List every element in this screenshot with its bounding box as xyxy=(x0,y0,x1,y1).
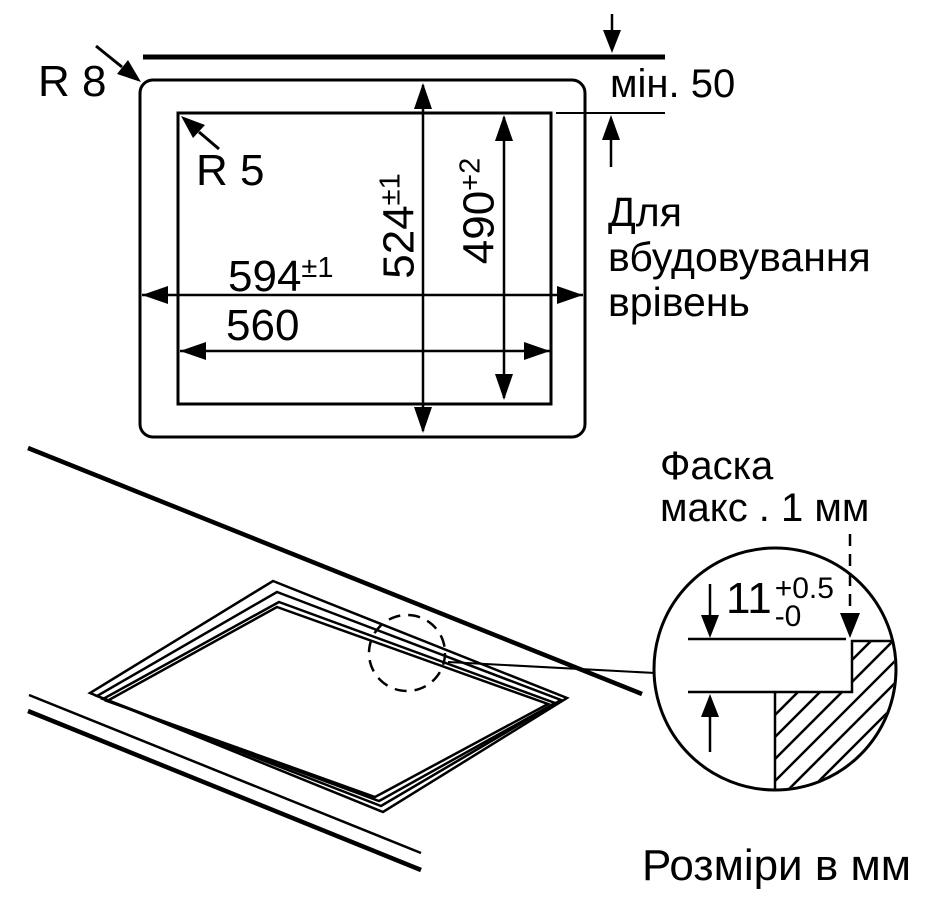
rear-clearance-label: мін. 50 xyxy=(610,62,736,106)
cutout-section-profile xyxy=(773,639,895,789)
chamfer-note-line2: макс . 1 мм xyxy=(660,486,870,530)
iso-rear-edge-line xyxy=(27,445,643,697)
recess-depth-tol-minus: -0 xyxy=(774,600,802,633)
chamfer-arrow xyxy=(840,534,860,638)
r8-leader-arrow xyxy=(95,44,141,82)
dim-inner-height-value: 490 xyxy=(454,190,504,265)
detail-circle xyxy=(652,546,898,792)
r5-leader-arrow xyxy=(181,116,220,151)
dim-outer-height-value: 524 xyxy=(374,205,424,279)
dim-outer-height-label: 524±1 xyxy=(374,173,424,279)
dim-outer-height-tolerance: ±1 xyxy=(374,173,407,206)
cutout-step-outline-4 xyxy=(103,605,552,799)
dim-outer-width-value: 594 xyxy=(228,252,302,301)
dim-inner-height-label: 490+2 xyxy=(454,157,504,265)
dim-line-outer-width xyxy=(142,286,583,304)
dim-outer-width-tolerance: ±1 xyxy=(301,252,334,284)
dim-inner-width-label: 560 xyxy=(226,301,300,350)
iso-front-edge-bottom-line xyxy=(27,708,422,873)
inner-cutout-outline xyxy=(176,111,553,406)
recess-depth-label: 11 +0.5 -0 xyxy=(726,572,834,633)
cutout-step-outline-3 xyxy=(100,600,558,803)
depth-upper-arrow xyxy=(701,584,719,638)
dim-inner-height-tolerance: +2 xyxy=(454,157,487,191)
outer-radius-label: R 8 xyxy=(38,57,107,106)
flush-mount-note-line1: Для xyxy=(608,189,682,235)
dim-outer-width-label: 594±1 xyxy=(228,254,333,299)
flush-mount-note-line3: врівень xyxy=(608,279,750,325)
detail-marker-circle xyxy=(367,613,447,693)
iso-view-linework xyxy=(27,445,656,873)
top-view-linework xyxy=(95,14,665,439)
chamfer-note-line1: Фаска xyxy=(660,444,774,488)
min50-lower-arrow xyxy=(602,115,620,167)
outer-cutout-outline xyxy=(138,78,587,439)
cutout-step-outline-1 xyxy=(87,579,570,814)
inner-radius-label: R 5 xyxy=(196,146,265,195)
recess-depth-tolerances: +0.5 -0 xyxy=(774,572,834,633)
recess-depth-value: 11 xyxy=(726,574,772,623)
dim-line-inner-width xyxy=(180,342,550,360)
depth-lower-arrow xyxy=(701,694,719,752)
units-note: Розміри в мм xyxy=(642,841,911,890)
detail-leader-line xyxy=(447,661,656,674)
chamfer-note: Фаска макс . 1 мм xyxy=(660,445,869,529)
cutout-step-outline-2 xyxy=(94,590,564,808)
flush-mount-note-line2: вбудовування xyxy=(608,234,871,280)
dim-line-outer-height xyxy=(414,83,432,433)
iso-front-edge-top-line xyxy=(28,693,422,855)
recess-depth-tol-plus: +0.5 xyxy=(774,572,834,605)
dim-line-inner-height xyxy=(495,115,513,400)
flush-mount-note: Для вбудовування врівень xyxy=(608,190,871,325)
min50-upper-arrow xyxy=(603,14,621,53)
